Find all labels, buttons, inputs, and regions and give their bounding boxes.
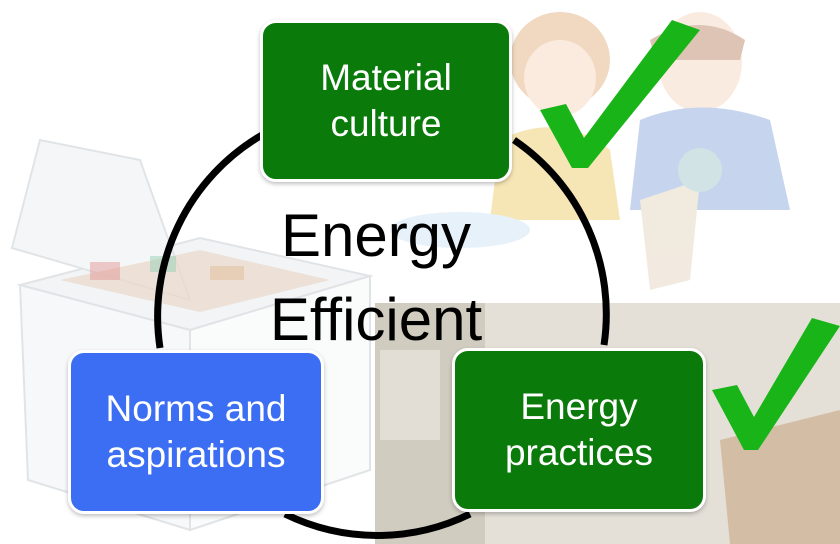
cycle-circle <box>154 131 610 539</box>
energy-practices-node: Energy practices <box>452 348 706 512</box>
center-label: Energy Efficient <box>196 194 556 362</box>
center-label-line1: Energy <box>280 202 472 269</box>
energy-practices-label-line1: Energy <box>520 385 638 427</box>
check-mark-icon <box>712 318 840 450</box>
norms-label-line1: Norms and <box>105 387 287 429</box>
energy-practices-label-line2: practices <box>504 432 654 473</box>
material-culture-label-line2: culture <box>330 103 442 144</box>
material-culture-node: Material culture <box>260 20 512 182</box>
norms-aspirations-node: Norms and aspirations <box>68 350 324 514</box>
material-culture-label-line1: Material <box>320 56 452 98</box>
norms-label-line2: aspirations <box>106 434 286 475</box>
center-label-line2: Efficient <box>269 286 483 353</box>
check-mark-icon <box>540 20 700 168</box>
